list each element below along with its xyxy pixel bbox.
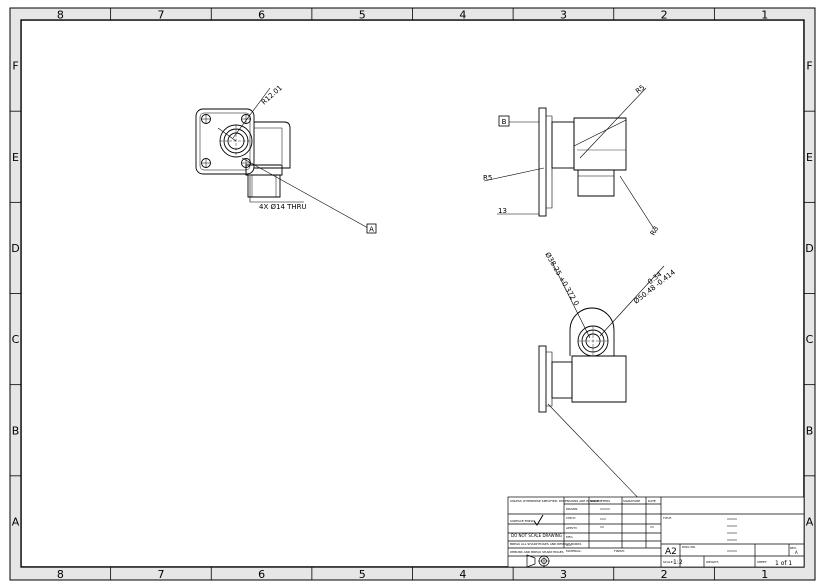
leader-r12: [232, 87, 271, 139]
tb-row-checked: CHK'D: [566, 516, 576, 520]
zone-col-6-top: 6: [258, 9, 265, 22]
elbow-body: [254, 121, 291, 169]
side-spigot: [577, 169, 615, 197]
zone-col-7-bottom: 7: [157, 568, 164, 581]
tb-scale-label: SCALE:: [663, 560, 674, 564]
dim-r5-left: R5: [483, 174, 492, 182]
hole-tl: [201, 114, 211, 124]
tb-weight: WEIGHT:: [706, 560, 719, 564]
hole-bl: [201, 158, 211, 168]
zone-col-5-bottom: 5: [359, 568, 366, 581]
zone-row-E-left: E: [12, 151, 19, 164]
zone-row-E-right: E: [806, 151, 813, 164]
bottom-flange: [538, 345, 547, 413]
tb-dwg-no: DWG NO.: [682, 545, 696, 549]
projection-symbol-icon: [526, 554, 550, 568]
dim-13: 13: [498, 207, 507, 215]
zone-col-1-bottom: 1: [761, 568, 768, 581]
tb-row-qa: Q.A: [566, 543, 572, 547]
zone-row-F-left: F: [12, 60, 18, 73]
leader-bore: [551, 261, 591, 339]
side-view: [483, 87, 657, 233]
zone-col-8-top: 8: [57, 9, 64, 22]
tb-break-edges: BREAK ALL SHARP EDGES AND REMOVE BURRS: [510, 542, 581, 546]
hole-tr: [241, 114, 251, 124]
tb-rev-label: REV.: [790, 546, 797, 550]
dim-r3: R3: [649, 225, 661, 237]
zone-col-3-bottom: 3: [560, 568, 567, 581]
tb-col-name: NAME: [590, 499, 599, 503]
leader-datum-a: [241, 157, 369, 229]
zone-col-7-top: 7: [157, 9, 164, 22]
tb-surface-finish: SURFACE FINISH:: [510, 519, 536, 523]
tb-row-mfg: MFG: [566, 535, 573, 539]
tb-placeholders: [600, 508, 737, 552]
title-block: [507, 496, 805, 568]
zone-col-1-top: 1: [761, 9, 768, 22]
tb-do-not-scale: DO NOT SCALE DRAWING: [511, 533, 562, 538]
bottom-elbow: [571, 355, 627, 403]
tb-deburr: DEBURR AND BREAK SHARP EDGES: [510, 550, 564, 554]
datum-a-box: [366, 223, 377, 234]
zone-col-2-bottom: 2: [661, 568, 668, 581]
tb-finish: FINISH:: [614, 549, 625, 553]
tb-row-drawn: DRAWN: [566, 507, 577, 511]
leader-shaft: [599, 265, 665, 337]
tb-title-label: TITLE:: [662, 516, 672, 520]
zone-row-D-right: D: [805, 242, 813, 255]
zone-row-A-right: A: [806, 515, 814, 528]
zone-col-3-top: 3: [560, 9, 567, 22]
tb-col-date: DATE: [648, 499, 656, 503]
tb-scale: 1:2: [673, 559, 683, 566]
zone-col-4-top: 4: [459, 9, 466, 22]
zone-row-C-left: C: [12, 333, 20, 346]
zone-col-8-bottom: 8: [57, 568, 64, 581]
zone-col-5-top: 5: [359, 9, 366, 22]
leader-r5-top: [579, 87, 647, 159]
zone-row-D-left: D: [11, 242, 19, 255]
leader-r5-left: [483, 167, 545, 182]
datum-a-label: A: [369, 226, 374, 234]
title-block-text: UNLESS OTHERWISE SPECIFIED: DIMENSIONS A…: [510, 499, 798, 567]
tb-col-signature: SIGNATURE: [623, 499, 640, 503]
spigot: [247, 174, 281, 198]
zone-row-A-left: A: [12, 515, 20, 528]
side-elbow: [573, 117, 627, 171]
dim-holes: 4X Ø14 THRU: [259, 203, 307, 211]
datum-b-box: [498, 115, 510, 127]
tb-material: MATERIAL:: [566, 549, 582, 553]
side-flange: [538, 107, 547, 217]
zone-col-2-top: 2: [661, 9, 668, 22]
bottom-view: [538, 261, 665, 506]
tb-sheet-count: 1 of 1: [775, 560, 792, 567]
tb-row-approved: APPV'D: [566, 526, 578, 530]
zone-col-4-bottom: 4: [459, 568, 466, 581]
zone-row-B-right: B: [806, 424, 814, 437]
flange-plate: [195, 108, 255, 175]
tb-general-note: UNLESS OTHERWISE SPECIFIED: DIMENSIONS A…: [510, 499, 610, 503]
zone-row-F-right: F: [806, 60, 812, 73]
front-view: [195, 87, 369, 229]
zone-row-C-right: C: [806, 333, 814, 346]
tb-size: A2: [665, 547, 677, 557]
leader-r3: [619, 175, 657, 233]
tb-sheet-label: SHEET: [757, 560, 767, 564]
leader-holes: [249, 176, 304, 203]
zone-col-6-bottom: 6: [258, 568, 265, 581]
tb-rev: A: [795, 550, 798, 555]
surface-finish-icon: [533, 514, 544, 526]
zone-row-B-left: B: [12, 424, 20, 437]
datum-b-label: B: [502, 118, 507, 126]
